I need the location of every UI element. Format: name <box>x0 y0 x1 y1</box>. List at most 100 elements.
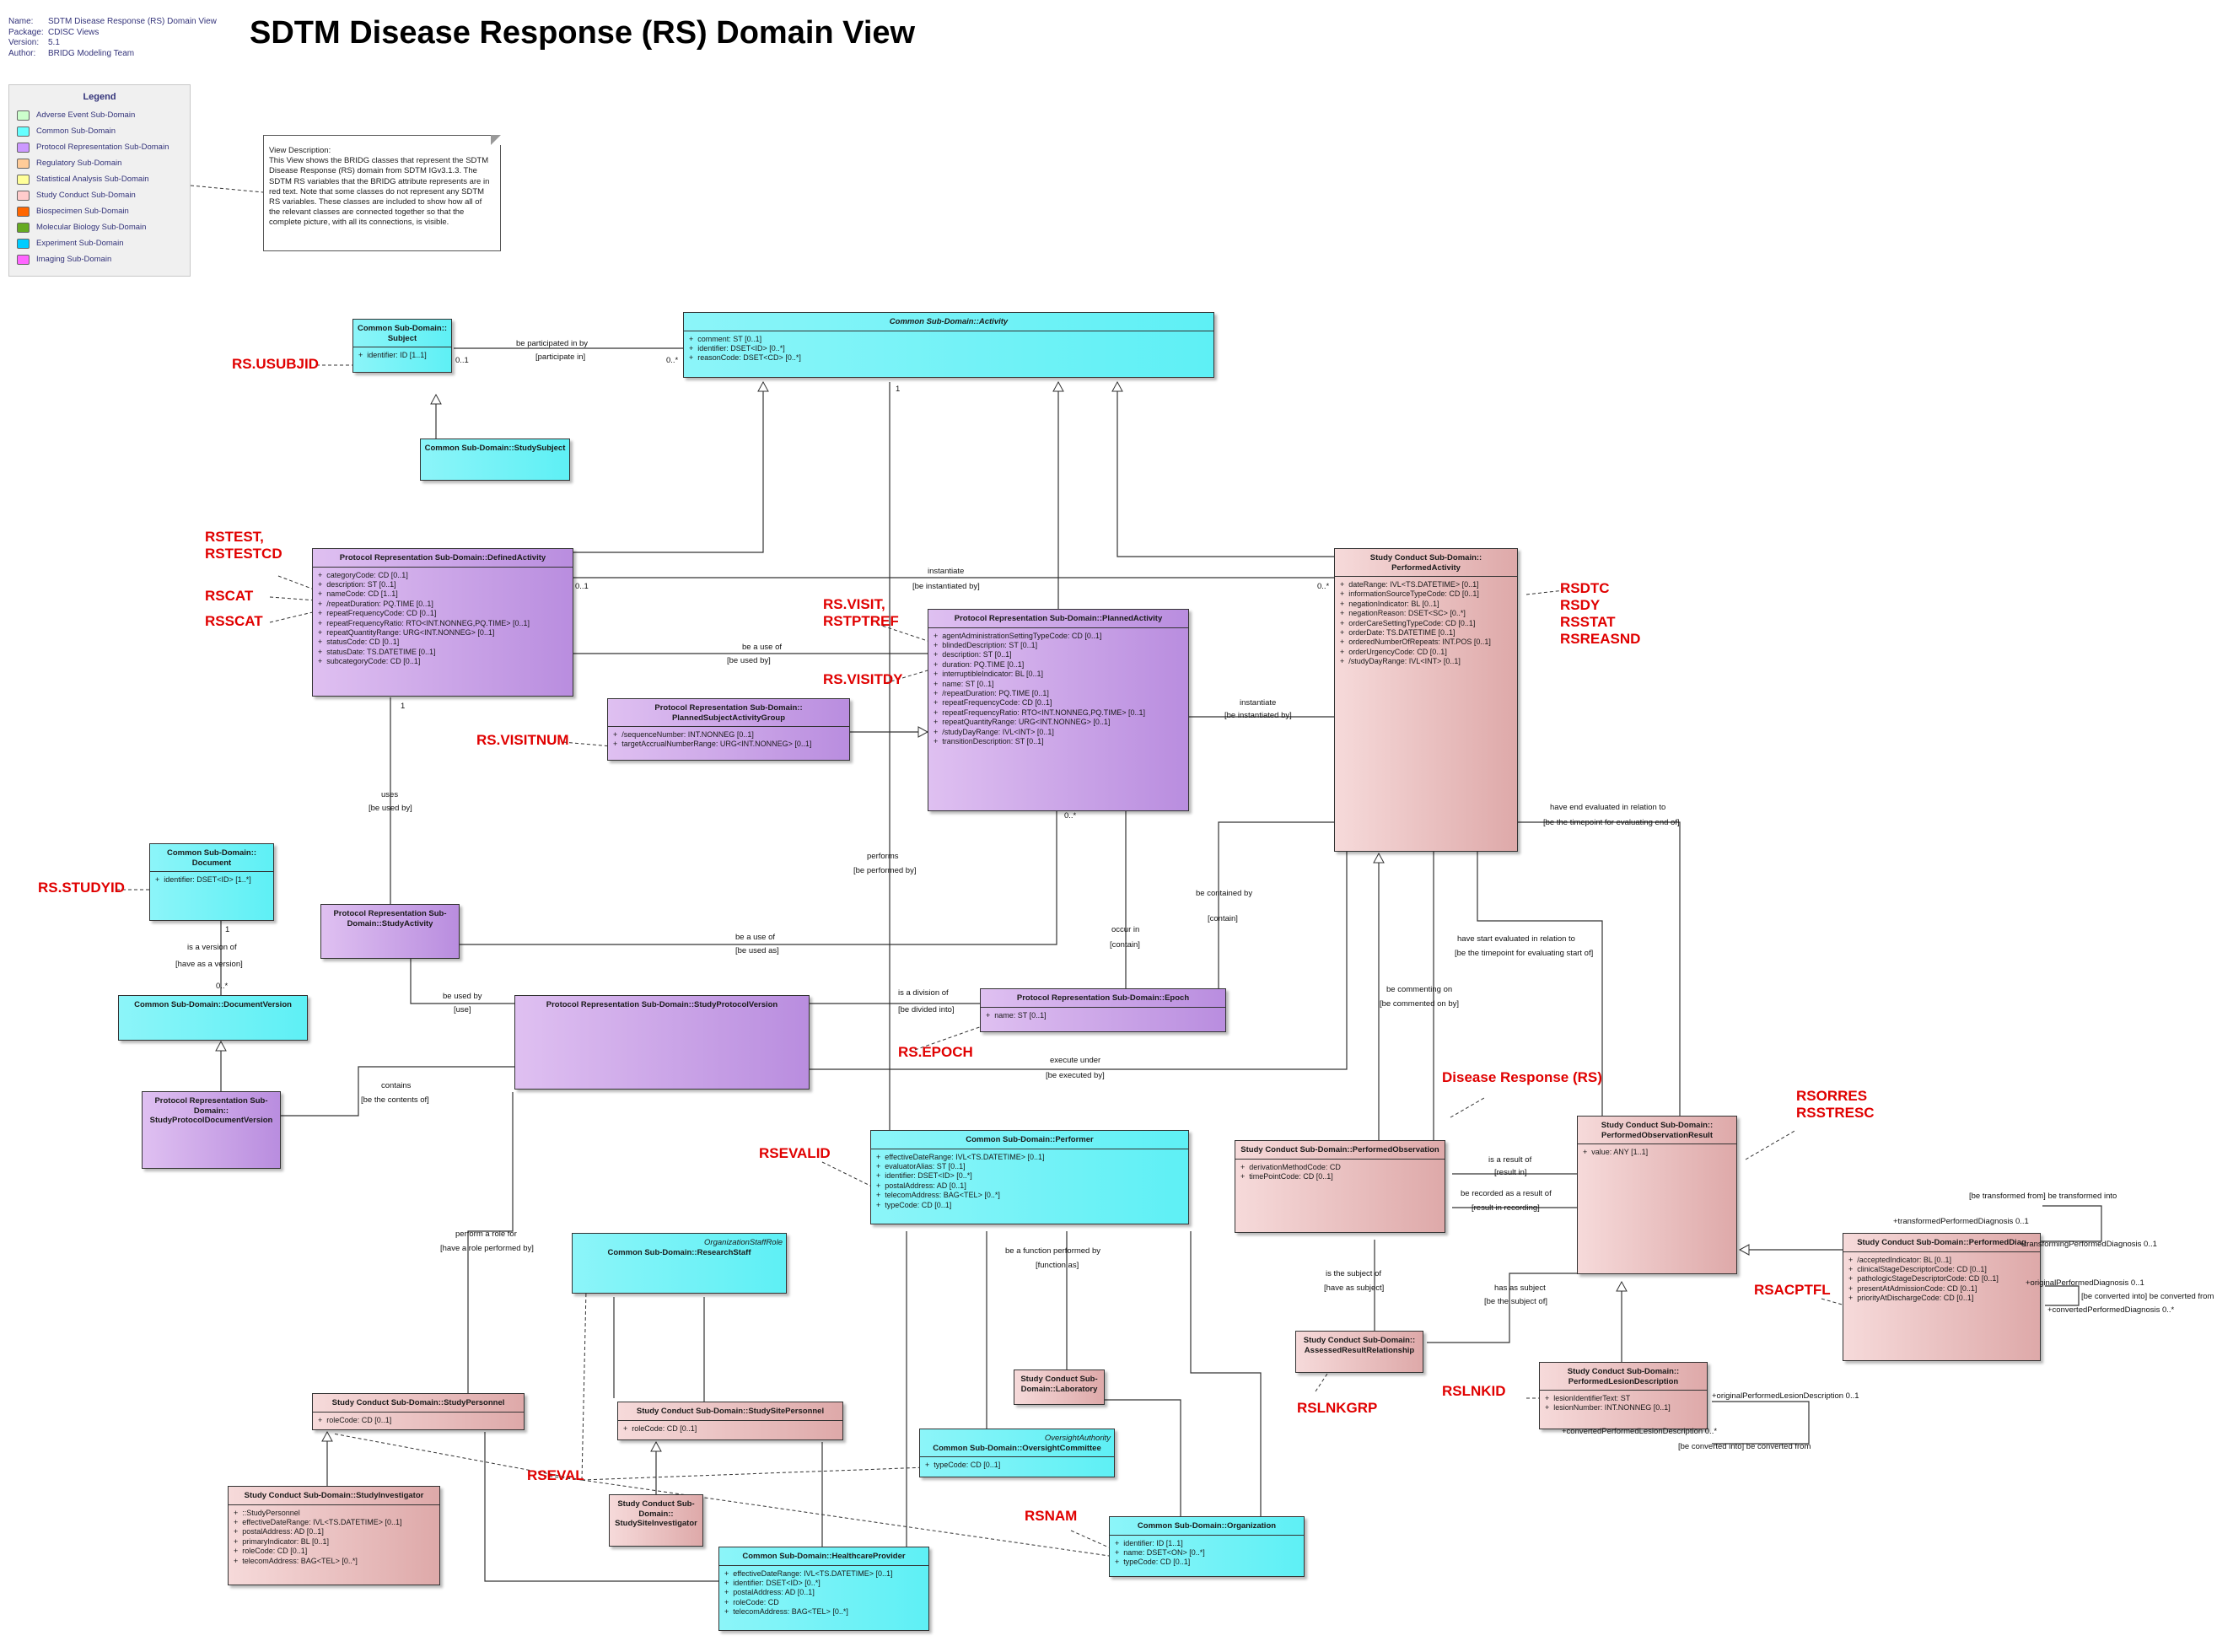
class-attribute: identifier: ID [1..1] <box>358 351 446 360</box>
class-attributes: lesionIdentifierText: STlesionNumber: IN… <box>1540 1390 1707 1417</box>
class-attribute: subcategoryCode: CD [0..1] <box>318 657 568 666</box>
class-attribute: orderUrgencyCode: CD [0..1] <box>1340 648 1512 657</box>
assoc-label: be contained by <box>1196 889 1253 898</box>
class-studyactivity[interactable]: Protocol Representation Sub- Domain::Stu… <box>320 904 460 959</box>
rs-rsorres: RSORRES RSSTRESC <box>1796 1088 1875 1121</box>
class-attribute: roleCode: CD <box>724 1598 923 1607</box>
rs-rslnkid: RSLNKID <box>1442 1383 1506 1399</box>
rs-rsevalid: RSEVALID <box>759 1145 831 1161</box>
class-healthcareprovider[interactable]: Common Sub-Domain::HealthcareProvidereff… <box>718 1547 929 1631</box>
class-attribute: identifier: DSET<ID> [1..*] <box>155 875 268 885</box>
legend-label: Adverse Event Sub-Domain <box>36 110 136 120</box>
class-attribute: /acceptedIndicator: BL [0..1] <box>1848 1256 2035 1265</box>
class-performedobservation[interactable]: Study Conduct Sub-Domain::PerformedObser… <box>1235 1140 1445 1233</box>
class-plannedactivity[interactable]: Protocol Representation Sub-Domain::Plan… <box>928 609 1189 811</box>
class-studyprotocolversion[interactable]: Protocol Representation Sub-Domain::Stud… <box>514 995 810 1090</box>
legend-swatch <box>17 238 30 249</box>
class-attribute: reasonCode: DSET<CD> [0..*] <box>689 353 1208 363</box>
rs-rsdtc: RSDTC RSDY RSSTAT RSREASND <box>1560 580 1641 647</box>
class-header: Study Conduct Sub-Domain:: PerformedObse… <box>1578 1117 1736 1143</box>
assoc-label: be a use of <box>735 933 776 942</box>
assoc-label: [be used by] <box>369 804 412 813</box>
assoc-label: [contain] <box>1208 914 1238 923</box>
legend-swatch <box>17 174 30 185</box>
class-name: Study Conduct Sub-Domain:: PerformedLesi… <box>1567 1367 1680 1386</box>
note-rseval-1 <box>543 1475 583 1481</box>
assoc-label: 0..* <box>1064 811 1077 821</box>
legend-label: Imaging Sub-Domain <box>36 255 112 264</box>
class-header: Common Sub-Domain::HealthcareProvider <box>719 1547 928 1565</box>
class-studysubject[interactable]: Common Sub-Domain::StudySubject <box>420 439 570 481</box>
legend-label: Common Sub-Domain <box>36 126 116 136</box>
legend-title: Legend <box>83 92 116 102</box>
class-organization[interactable]: Common Sub-Domain::Organizationidentifie… <box>1109 1516 1305 1577</box>
class-performeddiagnosis[interactable]: Study Conduct Sub-Domain::PerformedDiag/… <box>1843 1233 2041 1361</box>
assoc-label: [be divided into] <box>898 1005 955 1014</box>
class-attribute: /repeatDuration: PQ.TIME [0..1] <box>934 689 1183 698</box>
class-attribute: repeatFrequencyRatio: RTO<INT.NONNEG,PQ.… <box>934 708 1183 718</box>
class-document[interactable]: Common Sub-Domain:: Documentidentifier: … <box>149 843 274 921</box>
assoc-label: be a function performed by <box>1005 1246 1101 1256</box>
class-attributes: dateRange: IVL<TS.DATETIME> [0..1]inform… <box>1335 576 1517 670</box>
assoc-label: 0..1 <box>575 582 589 591</box>
class-attribute: agentAdministrationSettingTypeCode: CD [… <box>934 632 1183 641</box>
legend-swatch <box>17 126 30 137</box>
class-attribute: /repeatDuration: PQ.TIME [0..1] <box>318 600 568 609</box>
assoc-label: [have as subject] <box>1324 1283 1385 1293</box>
gen-performedactivity-activity <box>1111 380 1336 557</box>
class-performedlesiondescription[interactable]: Study Conduct Sub-Domain:: PerformedLesi… <box>1539 1362 1708 1429</box>
class-attribute: name: ST [0..1] <box>986 1011 1220 1020</box>
class-header: Common Sub-Domain:: Document <box>150 844 273 871</box>
class-attribute: pathologicStageDescriptorCode: CD [0..1] <box>1848 1274 2035 1283</box>
class-header: Protocol Representation Sub-Domain::Epoc… <box>981 989 1225 1007</box>
class-subject[interactable]: Common Sub-Domain:: Subjectidentifier: I… <box>352 319 452 373</box>
class-epoch[interactable]: Protocol Representation Sub-Domain::Epoc… <box>980 988 1226 1032</box>
class-studyinvestigator[interactable]: Study Conduct Sub-Domain::StudyInvestiga… <box>228 1486 440 1585</box>
legend-label: Protocol Representation Sub-Domain <box>36 143 169 152</box>
rs-epoch: RS.EPOCH <box>898 1044 973 1060</box>
note-rseval-4 <box>581 1466 928 1481</box>
class-attribute: timePointCode: CD [0..1] <box>1240 1172 1439 1181</box>
rs-rslnkgrp: RSLNKGRP <box>1297 1400 1378 1416</box>
legend-swatch <box>17 254 30 265</box>
class-attribute: roleCode: CD [0..1] <box>623 1424 837 1434</box>
class-plannedsubjectactivitygroup[interactable]: Protocol Representation Sub-Domain:: Pla… <box>607 698 850 761</box>
assoc-label: performs <box>867 852 899 861</box>
class-assessedresultrelationship[interactable]: Study Conduct Sub-Domain:: AssessedResul… <box>1295 1331 1423 1373</box>
class-studysiteinvestigator[interactable]: Study Conduct Sub- Domain:: StudySiteInv… <box>609 1494 703 1547</box>
legend-label: Study Conduct Sub-Domain <box>36 191 136 200</box>
legend-swatch <box>17 222 30 233</box>
assoc-epoch-performed <box>1218 821 1334 988</box>
class-studypersonnel[interactable]: Study Conduct Sub-Domain::StudyPersonnel… <box>312 1393 525 1430</box>
class-attribute: ::StudyPersonnel <box>234 1509 434 1518</box>
class-activity[interactable]: Common Sub-Domain::Activitycomment: ST [… <box>683 312 1214 378</box>
class-header: Common Sub-Domain:: Subject <box>353 320 451 347</box>
legend-label: Experiment Sub-Domain <box>36 239 124 248</box>
assoc-label: [be the subject of] <box>1484 1297 1547 1306</box>
note-text: View Description: This View shows the BR… <box>269 146 490 228</box>
rs-visit: RS.VISIT, RSTPTREF <box>823 596 899 629</box>
class-performer[interactable]: Common Sub-Domain::PerformereffectiveDat… <box>870 1130 1189 1224</box>
assoc-label: is a version of <box>187 943 237 952</box>
class-performedactivity[interactable]: Study Conduct Sub-Domain:: PerformedActi… <box>1334 548 1518 852</box>
legend-item: Molecular Biology Sub-Domain <box>9 219 190 235</box>
class-laboratory[interactable]: Study Conduct Sub- Domain::Laboratory <box>1014 1369 1105 1405</box>
class-performedobservationresult[interactable]: Study Conduct Sub-Domain:: PerformedObse… <box>1577 1116 1737 1274</box>
meta-author-key: Author: <box>8 48 36 58</box>
class-studysitepersonnel[interactable]: Study Conduct Sub-Domain::StudySitePerso… <box>617 1402 843 1440</box>
class-name: Common Sub-Domain::Performer <box>966 1135 1094 1144</box>
assoc-label: be used by <box>443 992 482 1001</box>
class-name: Common Sub-Domain::HealthcareProvider <box>742 1552 906 1561</box>
class-attribute: priorityAtDischargeCode: CD [0..1] <box>1848 1294 2035 1303</box>
class-attributes: ::StudyPersonneleffectiveDateRange: IVL<… <box>229 1504 439 1569</box>
meta-package-key: Package: <box>8 27 44 37</box>
class-attribute: targetAccrualNumberRange: URG<INT.NONNEG… <box>613 740 844 749</box>
assoc-label: is a division of <box>898 988 949 998</box>
class-definedactivity[interactable]: Protocol Representation Sub-Domain::Defi… <box>312 548 573 697</box>
class-studyprotocoldocumentversion[interactable]: Protocol Representation Sub- Domain:: St… <box>142 1091 281 1169</box>
class-name: Common Sub-Domain::DocumentVersion <box>134 1000 292 1009</box>
class-documentversion[interactable]: Common Sub-Domain::DocumentVersion <box>118 995 308 1041</box>
assoc-label: occur in <box>1111 925 1140 934</box>
